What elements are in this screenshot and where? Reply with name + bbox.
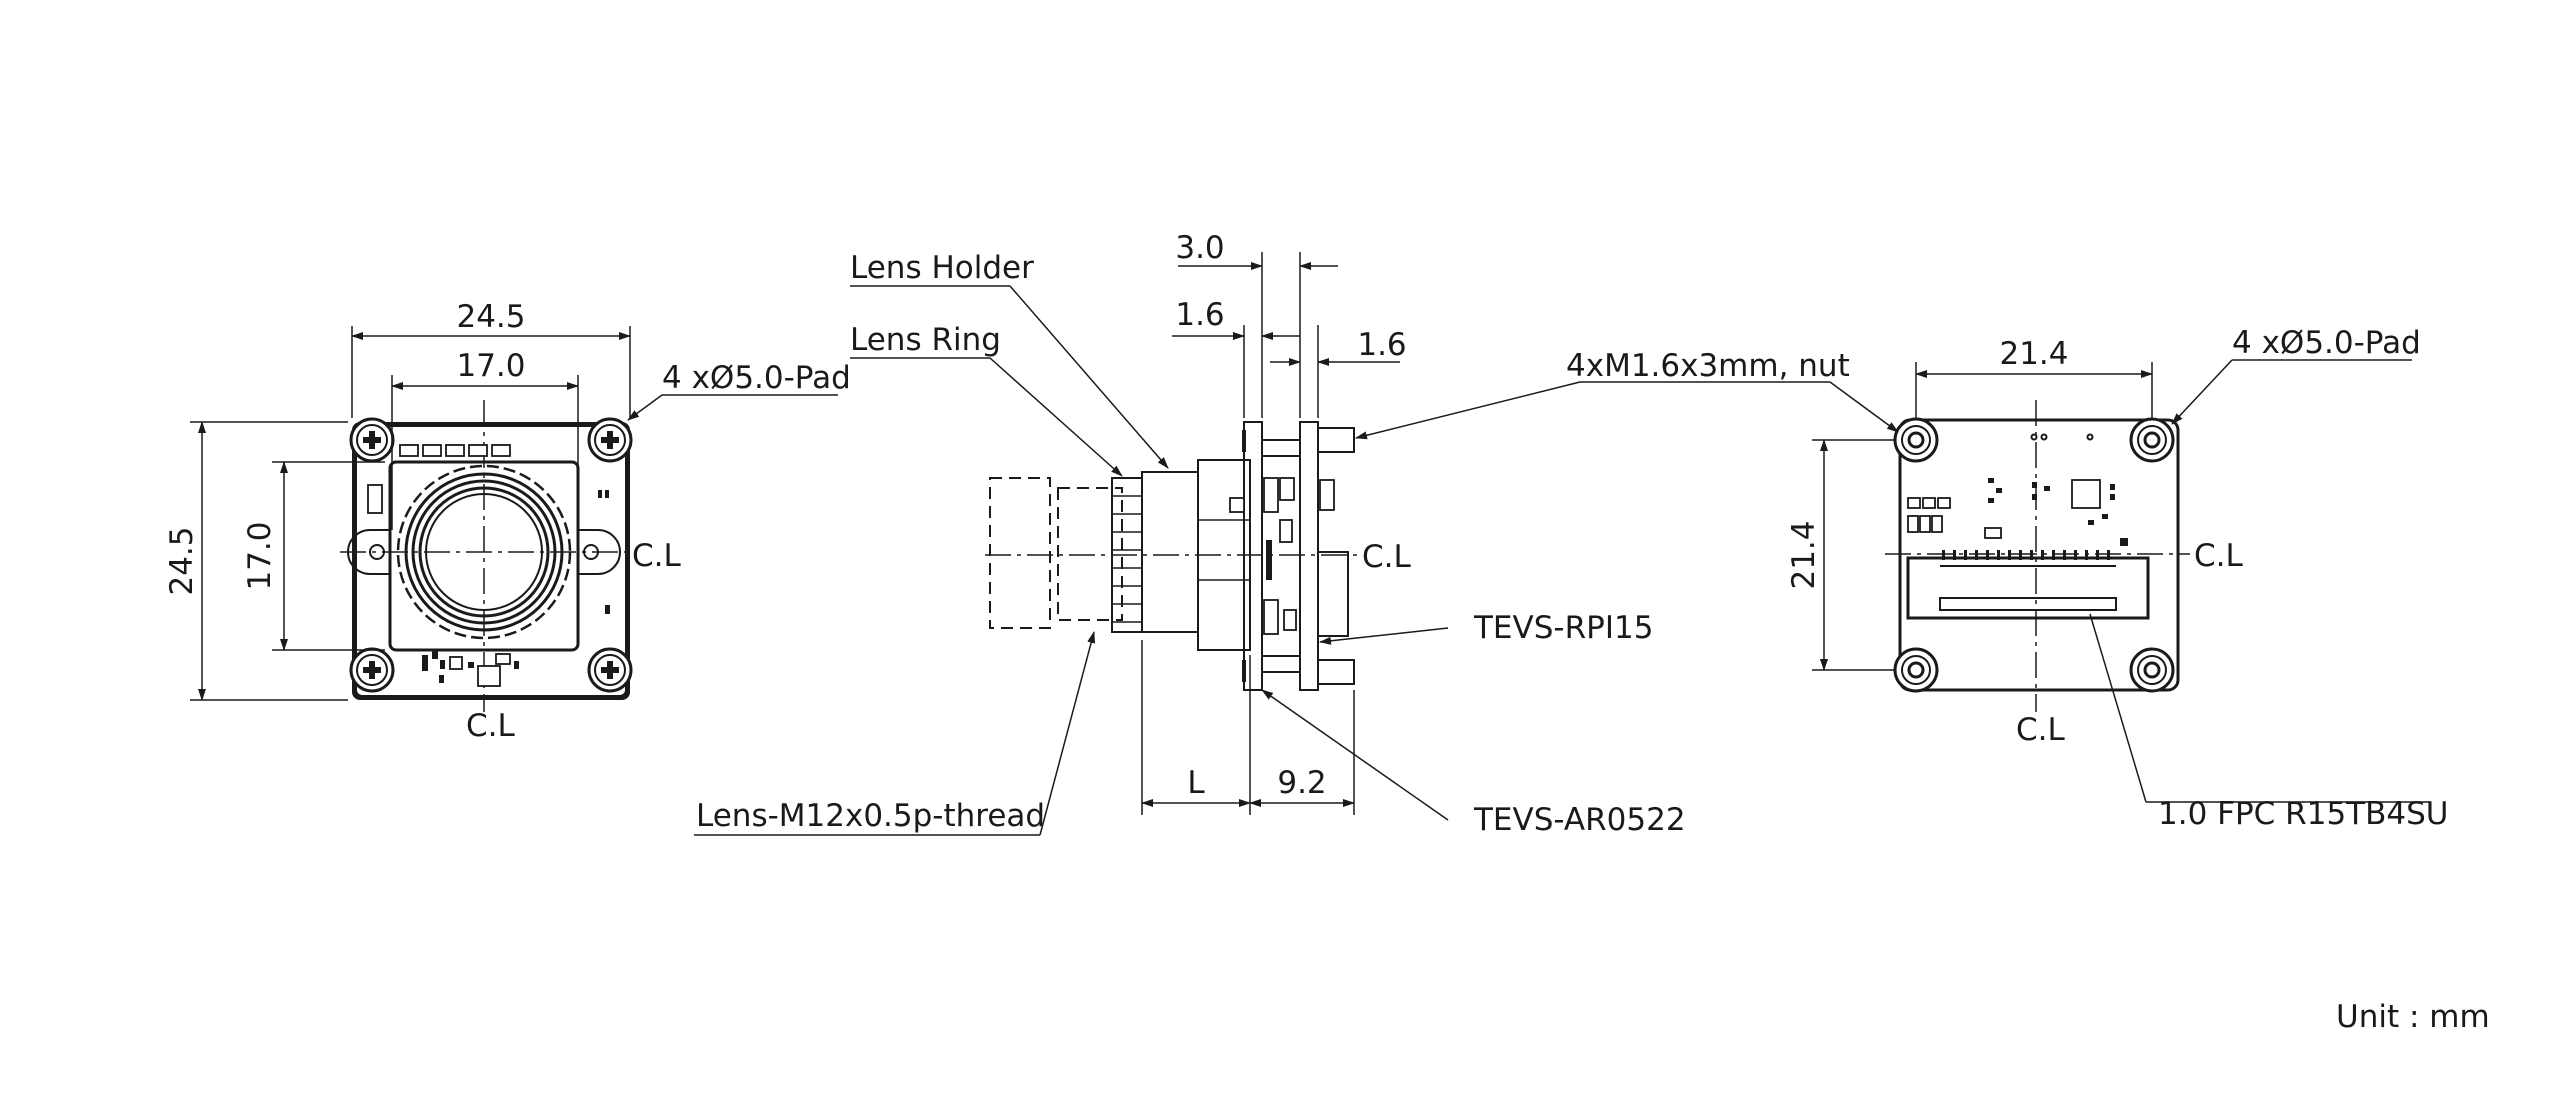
side-lens-thread-label: Lens-M12x0.5p-thread [696,798,1045,834]
back-dim-height: 21.4 [1786,520,1822,589]
side-nut-top [1317,427,1355,453]
front-components [367,444,610,687]
side-lens-holder-barrel [1141,471,1199,633]
side-nut-bottom [1317,659,1355,685]
side-lens-extension-dashed [989,477,1051,629]
side-connector [1317,551,1349,637]
side-dim-L: L [1187,765,1205,801]
front-pad-callout: 4 xØ5.0-Pad [662,360,851,396]
side-view: C.L 3.0 1.6 1.6 L 9.2 Lens Holder Lens R… [694,230,1850,838]
side-center-line-label: C.L [1362,539,1411,575]
side-dim-1-6-right: 1.6 [1357,327,1406,363]
front-screw-tl [349,417,395,463]
front-dim-width-outer: 24.5 [456,299,525,335]
back-pad-callout: 4 xØ5.0-Pad [2232,325,2421,361]
side-board-rpi15 [1299,421,1319,691]
side-lens-ring-ribs [1112,495,1142,623]
back-nut-tr [2129,417,2175,463]
front-dim-width-inner: 17.0 [456,348,525,384]
side-components [1229,477,1335,635]
front-screw-bl [349,647,395,693]
back-nut-tl [1893,417,1939,463]
side-lens-ring-label: Lens Ring [850,322,1001,358]
front-dim-height-inner: 17.0 [242,521,278,590]
side-board-ar0522-label: TEVS-AR0522 [1473,802,1686,838]
back-center-line-bottom-label: C.L [2016,712,2065,748]
back-view: 21.4 21.4 4 xØ5.0-Pad C.L C.L 1.0 FPC R1… [1786,325,2448,832]
back-pcb-outline [1898,418,2180,692]
back-center-line-right-label: C.L [2194,538,2243,574]
back-fpc-connector [1906,550,2150,620]
back-nut-bl [1893,647,1939,693]
back-components [1907,433,2128,546]
front-ear-right [578,529,621,575]
side-board-ar0522 [1243,421,1263,691]
side-dim-9-2: 9.2 [1277,765,1326,801]
side-lens-holder-label: Lens Holder [850,250,1034,286]
back-dim-width: 21.4 [1999,336,2068,372]
unit-note: Unit : mm [2336,999,2490,1035]
side-board-rpi15-label: TEVS-RPI15 [1473,610,1653,646]
front-dim-height-outer: 24.5 [164,526,200,595]
side-nut-callout: 4xM1.6x3mm, nut [1566,348,1850,384]
back-fpc-callout: 1.0 FPC R15TB4SU [2158,796,2448,832]
side-dim-3-0: 3.0 [1175,230,1224,266]
side-dim-1-6-left: 1.6 [1175,297,1224,333]
front-screw-br [587,647,633,693]
front-screw-tr [587,417,633,463]
front-view: 24.5 17.0 24.5 17.0 4 xØ5.0-Pad C.L C.L [164,299,851,744]
back-nut-br [2129,647,2175,693]
front-center-line-right-label: C.L [632,538,681,574]
front-center-line-bottom-label: C.L [466,708,515,744]
